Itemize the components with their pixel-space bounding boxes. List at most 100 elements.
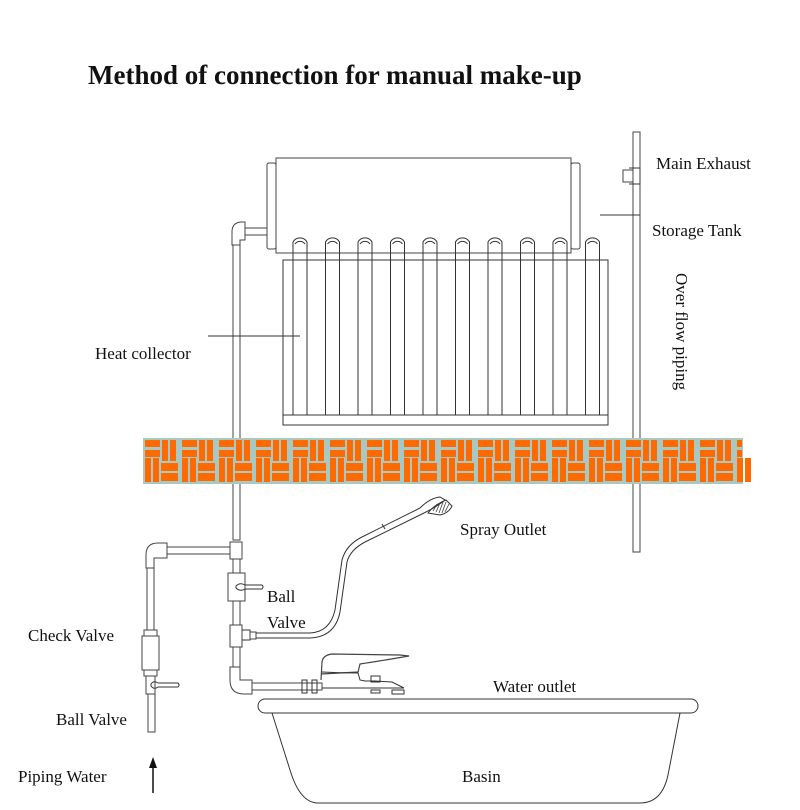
- label-storage-tank: Storage Tank: [652, 221, 742, 240]
- brick: [589, 450, 604, 457]
- brick: [293, 458, 299, 482]
- brick: [626, 440, 641, 447]
- brick: [515, 440, 530, 447]
- overflow-pipe: [622, 131, 641, 553]
- brick: [634, 458, 640, 482]
- brick: [330, 458, 336, 482]
- brick: [606, 440, 612, 461]
- brick: [227, 458, 233, 482]
- collector-tube: [325, 237, 340, 415]
- brick: [552, 440, 567, 447]
- brick: [569, 440, 575, 461]
- brick: [725, 440, 731, 461]
- flow-arrow-icon: [149, 757, 157, 793]
- brick: [494, 473, 511, 481]
- brick: [190, 458, 196, 482]
- label-ball-valve-upper-1: Ball: [267, 587, 296, 606]
- diagram-title: Method of connection for manual make-up: [88, 60, 582, 90]
- brick: [486, 458, 492, 482]
- brick: [219, 450, 234, 457]
- brick: [309, 463, 326, 471]
- brick: [737, 440, 742, 447]
- collector-tubes: [292, 237, 600, 415]
- brick: [367, 440, 382, 447]
- brick: [466, 440, 472, 461]
- label-ball-valve-lower: Ball Valve: [56, 710, 127, 729]
- brick: [330, 450, 345, 457]
- label-water-outlet: Water outlet: [493, 677, 576, 696]
- check-valve[interactable]: [141, 629, 160, 677]
- brick: [367, 458, 373, 482]
- brick: [626, 458, 632, 482]
- label-basin: Basin: [462, 767, 501, 786]
- brick: [347, 440, 353, 461]
- collector-tube: [292, 237, 308, 415]
- brick: [412, 458, 418, 482]
- brick: [182, 450, 197, 457]
- collector-tube: [552, 237, 568, 415]
- brick: [236, 440, 242, 461]
- brick: [293, 450, 308, 457]
- brick: [737, 458, 743, 482]
- brick: [478, 458, 484, 482]
- brick: [338, 458, 344, 482]
- spray-outlet-head[interactable]: [419, 496, 453, 516]
- brick: [671, 458, 677, 482]
- brick: [235, 463, 252, 471]
- brick: [161, 463, 178, 471]
- brick: [404, 440, 419, 447]
- brick: [515, 450, 530, 457]
- label-check-valve: Check Valve: [28, 626, 114, 645]
- label-ball-valve-upper-2: Valve: [267, 613, 306, 632]
- brick: [256, 458, 262, 482]
- upper-ball-valve[interactable]: [227, 572, 264, 602]
- heat-collector: [282, 237, 609, 426]
- brick: [330, 440, 345, 447]
- supply-plumbing: [141, 541, 243, 793]
- brick: [309, 473, 326, 481]
- brick: [383, 473, 400, 481]
- brick: [264, 458, 270, 482]
- brick: [219, 440, 234, 447]
- brick: [145, 450, 160, 457]
- water-outlet-faucet[interactable]: [301, 653, 410, 695]
- brick: [429, 440, 435, 461]
- brick: [256, 440, 271, 447]
- brick: [383, 463, 400, 471]
- brick: [478, 440, 493, 447]
- brick: [643, 440, 649, 461]
- brick: [457, 463, 474, 471]
- brick: [552, 458, 558, 482]
- brick: [679, 463, 696, 471]
- brick: [688, 440, 694, 461]
- brick: [663, 458, 669, 482]
- brick: [457, 473, 474, 481]
- label-piping-water: Piping Water: [18, 767, 107, 786]
- brick: [700, 450, 715, 457]
- brick: [495, 440, 501, 461]
- brick: [531, 463, 548, 471]
- brick: [478, 450, 493, 457]
- brick: [532, 440, 538, 461]
- brick: [170, 440, 176, 461]
- brick: [256, 450, 271, 457]
- brick: [716, 473, 733, 481]
- brick: [346, 463, 363, 471]
- brick: [577, 440, 583, 461]
- brick: [375, 458, 381, 482]
- brick: [199, 440, 205, 461]
- brick: [182, 458, 188, 482]
- brick: [597, 458, 603, 482]
- distribution-plumbing: [227, 558, 323, 695]
- label-over-flow-piping: Over flow piping: [672, 273, 691, 391]
- brick: [355, 440, 361, 461]
- brick: [161, 473, 178, 481]
- brick: [589, 458, 595, 482]
- lower-ball-valve[interactable]: [145, 675, 180, 695]
- brick: [441, 450, 456, 457]
- brick: [235, 473, 252, 481]
- brick: [614, 440, 620, 461]
- brick: [717, 440, 723, 461]
- brick: [651, 440, 657, 461]
- brick: [384, 440, 390, 461]
